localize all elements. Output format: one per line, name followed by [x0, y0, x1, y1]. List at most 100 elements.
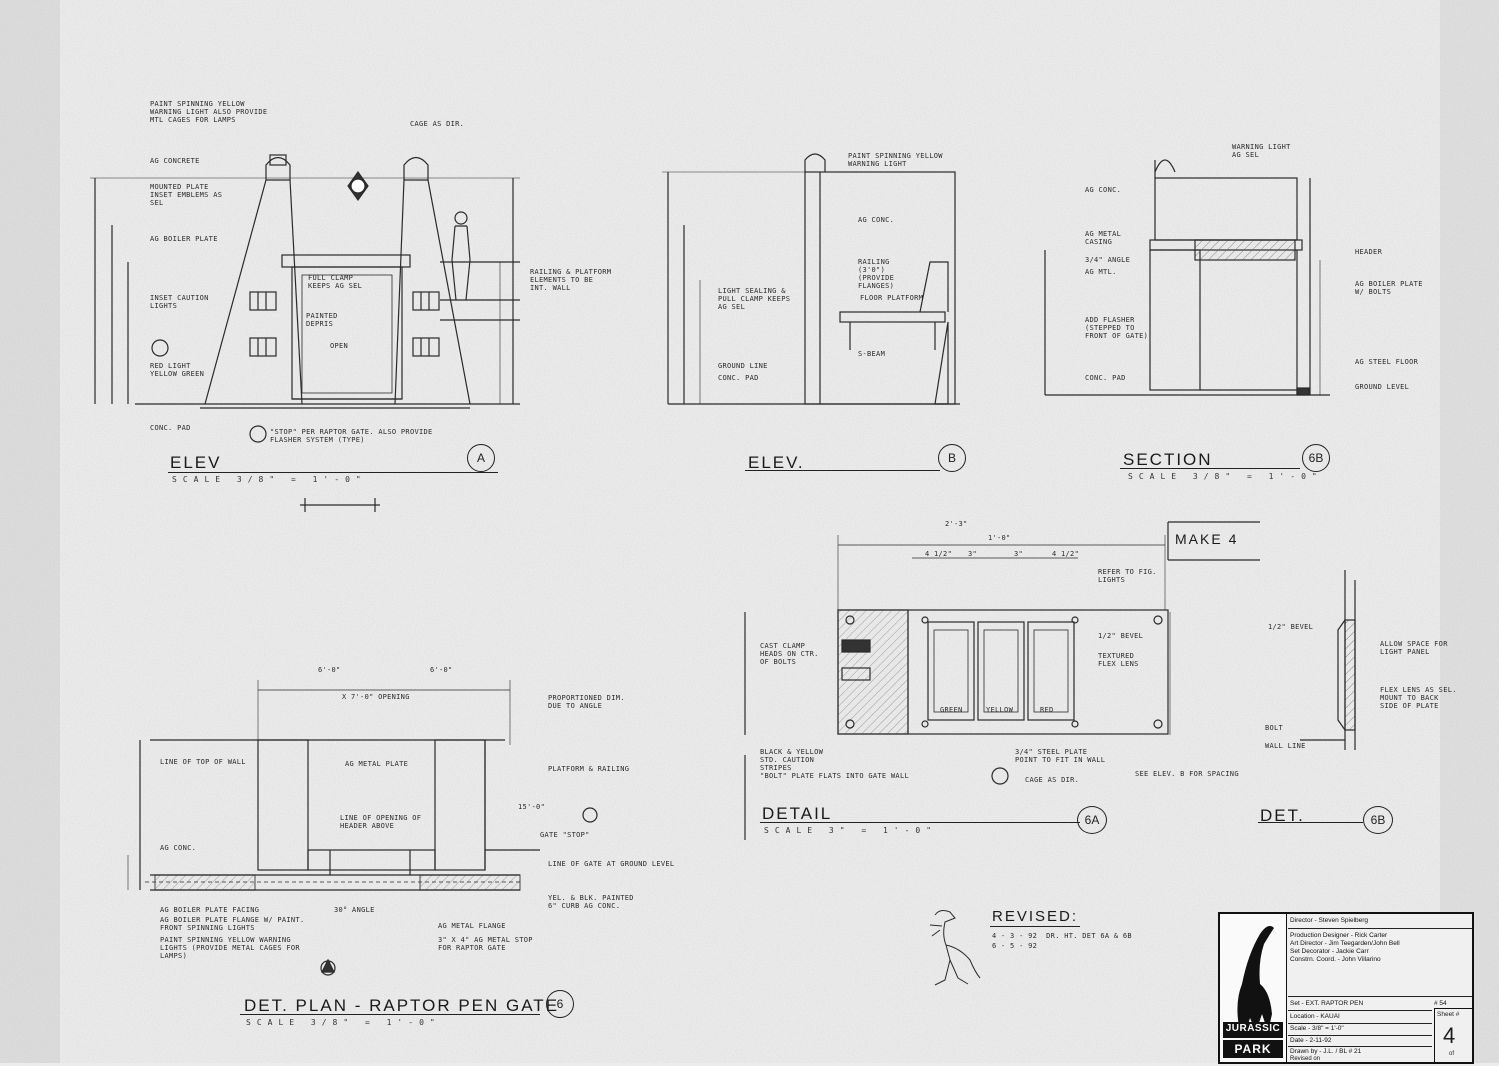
- revised-line-2: 6 - 5 - 92: [992, 942, 1038, 950]
- note-full-clamp: FULL CLAMP KEEPS AG SEL: [308, 274, 363, 290]
- note-b-light-sealing: LIGHT SEALING & PULL CLAMP KEEPS AG SEL: [718, 287, 791, 311]
- note-s-flasher: ADD FLASHER (STEPPED TO FRONT OF GATE): [1085, 316, 1149, 340]
- elev-a-title-underline: [168, 472, 498, 473]
- d6a-note-spacing: SEE ELEV. B FOR SPACING: [1135, 770, 1239, 778]
- title-block-fields: Director - Steven Spielberg Production D…: [1288, 914, 1473, 1063]
- tb-set: Set - EXT. RAPTOR PEN: [1290, 1000, 1364, 1007]
- tb-date: Date - 2-11-92: [1290, 1037, 1332, 1044]
- d6b-note-allow-space: ALLOW SPACE FOR LIGHT PANEL: [1380, 640, 1448, 656]
- note-open: OPEN: [330, 342, 349, 350]
- d6b-note-wall-line: WALL LINE: [1265, 742, 1306, 750]
- tb-drawn-by: Drawn by - J.L. / BL # 21: [1290, 1048, 1362, 1055]
- plan-note-boiler-facing: AG BOILER PLATE FACING: [160, 906, 260, 914]
- plan-note-opening: X 7'-0" OPENING: [342, 693, 410, 701]
- plan-title-underline: [240, 1014, 540, 1015]
- d6a-dim-overall: 2'-3": [945, 520, 968, 528]
- tb-art-director: Art Director - Jim Teegarden/John Bell: [1290, 940, 1400, 947]
- note-stop-flasher: "STOP" PER RAPTOR GATE. ALSO PROVIDE FLA…: [270, 428, 433, 444]
- tb-line-date: [1288, 1046, 1432, 1047]
- tb-director: Director - Steven Spielberg: [1290, 917, 1369, 924]
- elev-a-scale: SCALE 3/8" = 1'-0": [172, 475, 367, 484]
- sheet-number-box: Sheet # 4 of: [1434, 1008, 1473, 1063]
- detail-6b-ref: 6B: [1363, 806, 1393, 834]
- plan-note-metal-flange: AG METAL FLANGE: [438, 922, 506, 930]
- tb-sheet-label: Sheet #: [1437, 1011, 1460, 1018]
- d6a-note-bolt-plate: "BOLT" PLATE FLATS INTO GATE WALL: [760, 772, 909, 780]
- tb-sheet-of: of: [1449, 1051, 1455, 1057]
- elev-a-drawing: [90, 154, 520, 512]
- plan-note-ag-conc: AG CONC.: [160, 844, 197, 852]
- tb-location: Location - KAUAI: [1290, 1013, 1340, 1020]
- d6a-note-refer-lights: REFER TO FIG. LIGHTS: [1098, 568, 1157, 584]
- d6a-note-cast-clamp: CAST CLAMP HEADS ON CTR. OF BOLTS: [760, 642, 819, 666]
- plan-note-proportioned: PROPORTIONED DIM. DUE TO ANGLE: [548, 694, 625, 710]
- d6a-dim-d: 4 1/2": [1052, 550, 1080, 558]
- d6a-note-flex-lens: TEXTURED FLEX LENS: [1098, 652, 1139, 668]
- section-title-underline: [1120, 468, 1300, 469]
- note-s-angle: 3/4" ANGLE: [1085, 256, 1131, 264]
- logo-text-bottom: PARK: [1234, 1042, 1272, 1056]
- title-block: JURASSIC PARK Director - Steven Spielber…: [1218, 912, 1474, 1064]
- note-painted-debris: PAINTED DEPRIS: [306, 312, 338, 328]
- plan-note-gate-ground: LINE OF GATE AT GROUND LEVEL: [548, 860, 675, 868]
- note-conc-pad-a: CONC. PAD: [150, 424, 191, 432]
- plan-note-gate-stop: GATE "STOP": [540, 831, 590, 839]
- logo-text-top: JURASSIC: [1225, 1023, 1281, 1034]
- tb-line-set: [1288, 1010, 1432, 1011]
- plan-dim-left: 6'-0": [318, 666, 341, 674]
- plan-drawing: [127, 680, 598, 976]
- revised-title: REVISED:: [992, 908, 1079, 925]
- detail-6a-title: DETAIL: [762, 804, 833, 823]
- note-s-header: HEADER: [1355, 248, 1383, 256]
- note-b-railing: RAILING (3'0") (PROVIDE FLANGES): [858, 258, 895, 290]
- note-boiler-plate: AG BOILER PLATE: [150, 235, 218, 243]
- tb-set-number: # 54: [1434, 1000, 1447, 1007]
- note-b-warning-light: PAINT SPINNING YELLOW WARNING LIGHT: [848, 152, 943, 168]
- plan-dim-15ft: 15'-0": [518, 803, 546, 811]
- note-inset-caution-lights: INSET CAUTION LIGHTS: [150, 294, 209, 310]
- note-s-conc-pad: CONC. PAD: [1085, 374, 1126, 382]
- note-b-ag-conc: AG CONC.: [858, 216, 895, 224]
- note-cage-as-dir-a: CAGE AS DIR.: [410, 120, 465, 128]
- d6b-note-bolt: BOLT: [1265, 724, 1284, 732]
- d6b-note-bevel: 1/2" BEVEL: [1268, 623, 1314, 631]
- d6a-dim-b: 3": [968, 550, 978, 558]
- elev-a-ref: A: [467, 444, 495, 472]
- d6a-note-caution-stripes: BLACK & YELLOW STD. CAUTION STRIPES: [760, 748, 824, 772]
- plan-title: DET. PLAN - RAPTOR PEN GATE: [244, 996, 560, 1015]
- d6a-lamp-red: RED: [1040, 706, 1054, 714]
- raptor-sketch: [929, 910, 981, 986]
- d6a-dim-1ft: 1'-0": [988, 534, 1011, 542]
- plan-note-spinning-lights: PAINT SPINNING YELLOW WARNING LIGHTS (PR…: [160, 936, 300, 960]
- elev-a-title: ELEV: [170, 453, 222, 472]
- detail-6a-scale: SCALE 3" = 1'-0": [764, 826, 938, 835]
- plan-note-top-wall: LINE OF TOP OF WALL: [160, 758, 246, 766]
- elev-b-drawing: [662, 153, 960, 405]
- d6a-lamp-yellow: YELLOW: [986, 706, 1014, 714]
- note-s-steel-floor: AG STEEL FLOOR: [1355, 358, 1419, 366]
- tb-production-designer: Production Designer - Rick Carter: [1290, 932, 1388, 939]
- d6a-note-bevel: 1/2" BEVEL: [1098, 632, 1144, 640]
- plan-note-angle: 30° ANGLE: [334, 906, 375, 914]
- plan-note-header-opening: LINE OF OPENING OF HEADER ABOVE: [340, 814, 422, 830]
- note-s-metal-casing: AG METAL CASING: [1085, 230, 1122, 246]
- tb-construction: Constrn. Coord. - John Villarino: [1290, 956, 1381, 963]
- note-s-ag-mtl: AG MTL.: [1085, 268, 1117, 276]
- d6b-note-flex-lens: FLEX LENS AS SEL. MOUNT TO BACK SIDE OF …: [1380, 686, 1457, 710]
- elev-b-title-underline: [745, 470, 940, 471]
- section-scale: SCALE 3/8" = 1'-0": [1128, 472, 1323, 481]
- detail-6b-underline: [1258, 822, 1363, 823]
- note-b-ground-line: GROUND LINE: [718, 362, 768, 370]
- plan-note-boiler-flange: AG BOILER PLATE FLANGE W/ PAINT. FRONT S…: [160, 916, 305, 932]
- plan-note-curb: YEL. & BLK. PAINTED 6" CURB AG CONC.: [548, 894, 634, 910]
- plan-note-platform-railing: PLATFORM & RAILING: [548, 765, 630, 773]
- note-b-conc-pad: CONC. PAD: [718, 374, 759, 382]
- elev-b-ref: B: [938, 444, 966, 472]
- note-s-warning-light: WARNING LIGHT AG SEL: [1232, 143, 1291, 159]
- note-s-boiler-plate: AG BOILER PLATE W/ BOLTS: [1355, 280, 1423, 296]
- note-s-ground-level: GROUND LEVEL: [1355, 383, 1410, 391]
- section-title: SECTION: [1123, 450, 1213, 469]
- note-b-floor-platform: FLOOR PLATFORM: [860, 294, 924, 302]
- note-ag-concrete: AG CONCRETE: [150, 157, 200, 165]
